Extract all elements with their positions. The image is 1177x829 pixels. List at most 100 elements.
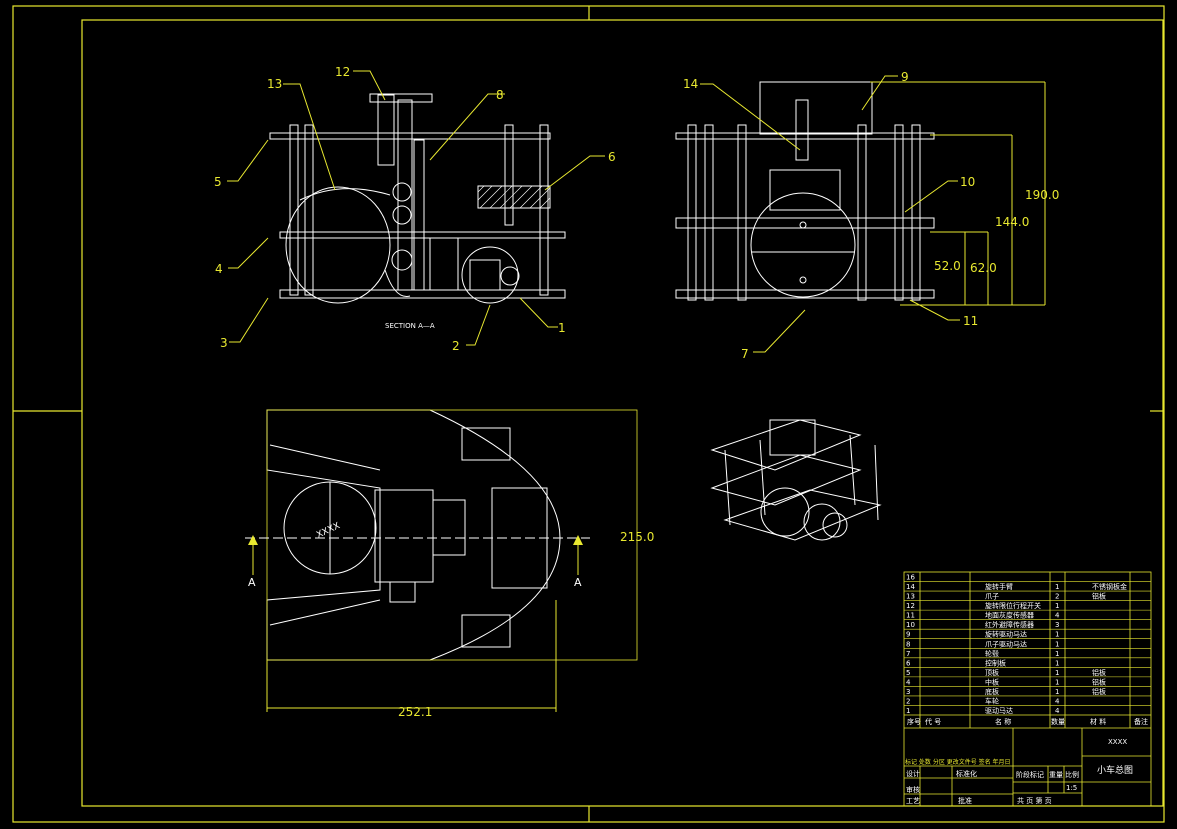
parts-row-qty: 1 — [1055, 669, 1059, 677]
section-mark-right: A — [574, 576, 582, 589]
section-mark-left: A — [248, 576, 256, 589]
parts-row-qty: 3 — [1055, 621, 1059, 629]
parts-row-qty: 1 — [1055, 688, 1059, 696]
callout-2: 2 — [452, 339, 460, 353]
parts-row-qty: 1 — [1055, 678, 1059, 686]
parts-row-name: 爪子 — [985, 593, 999, 601]
design-label: 设计 — [906, 769, 920, 778]
parts-row-qty: 4 — [1055, 707, 1060, 715]
parts-row-name: 地面灰度传感器 — [985, 611, 1034, 620]
parts-row-qty: 1 — [1055, 659, 1059, 667]
parts-row-name: 中板 — [985, 677, 999, 686]
parts-row-no: 3 — [906, 688, 910, 696]
parts-row-name: 车轮 — [985, 696, 999, 705]
callout-3: 3 — [220, 336, 228, 350]
base-plate-outline — [266, 409, 561, 661]
hdr-qty: 数量 — [1051, 717, 1065, 726]
parts-table — [903, 571, 1152, 807]
parts-row-material: 铝板 — [1092, 592, 1106, 601]
callout-7: 7 — [741, 347, 749, 361]
parts-row-qty: 4 — [1055, 612, 1060, 620]
standard-label: 标准化 — [956, 769, 977, 778]
dim-52: 52.0 — [934, 259, 961, 273]
parts-row-no: 10 — [906, 621, 915, 629]
hdr-no: 序号 — [907, 717, 921, 726]
code-cell: XXXX — [1108, 738, 1127, 746]
callout-11: 11 — [963, 314, 978, 328]
approve-label: 批准 — [958, 796, 972, 805]
parts-row-name: 轮毂 — [985, 649, 999, 658]
callout-9: 9 — [901, 70, 909, 84]
parts-row-no: 13 — [906, 593, 915, 601]
dim-62: 62.0 — [970, 261, 997, 275]
parts-row-qty: 1 — [1055, 650, 1059, 658]
change-row: 标记 处数 分区 更改文件号 签名 年月日 — [905, 758, 1011, 766]
parts-row-name: 旋转驱动马达 — [985, 630, 1027, 639]
process-label: 工艺 — [906, 797, 920, 805]
hdr-name: 名 称 — [995, 717, 1011, 726]
parts-row-no: 1 — [906, 707, 910, 715]
hdr-code: 代 号 — [925, 717, 941, 726]
callout-8: 8 — [496, 88, 504, 102]
parts-row-qty: 4 — [1055, 697, 1060, 705]
hdr-note: 备注 — [1134, 717, 1148, 726]
dim-215: 215.0 — [620, 530, 654, 544]
dim-252: 252.1 — [398, 705, 432, 719]
controller-board — [477, 185, 551, 209]
parts-row-no: 11 — [906, 612, 915, 620]
parts-row-qty: 1 — [1055, 583, 1059, 591]
hub-wheel — [750, 192, 856, 298]
callout-5: 5 — [214, 175, 222, 189]
parts-row-name: 爪子驱动马达 — [985, 639, 1027, 648]
scale-label: 比例 — [1065, 770, 1079, 779]
callout-12: 12 — [335, 65, 350, 79]
parts-row-name: 旋转手臂 — [985, 582, 1013, 591]
callout-13: 13 — [267, 77, 282, 91]
plan-view: XXXX A A 252.1 215.0 — [245, 409, 654, 719]
parts-row-no: 2 — [906, 697, 910, 705]
parts-row-no: 4 — [906, 678, 911, 686]
parts-row-no: 9 — [906, 631, 910, 639]
section-label: SECTION A—A — [385, 322, 435, 330]
parts-row-material: 不锈钢板金 — [1092, 582, 1127, 591]
parts-row-qty: 1 — [1055, 631, 1059, 639]
review-label: 审核 — [906, 785, 920, 794]
parts-row-no: 16 — [906, 574, 915, 582]
callout-1: 1 — [558, 321, 566, 335]
callout-14: 14 — [683, 77, 698, 91]
parts-row-no: 6 — [906, 659, 911, 667]
claw-ellipse — [285, 186, 391, 304]
parts-row-qty: 1 — [1055, 602, 1059, 610]
parts-row-name: 驱动马达 — [985, 706, 1013, 715]
isometric-view — [710, 419, 882, 541]
callout-6: 6 — [608, 150, 616, 164]
drawing-title: 小车总图 — [1097, 764, 1133, 776]
callout-4: 4 — [215, 262, 223, 276]
parts-row-name: 控制板 — [985, 658, 1006, 667]
drive-wheel — [461, 246, 519, 304]
parts-row-no: 14 — [906, 583, 915, 591]
callout-10: 10 — [960, 175, 975, 189]
parts-row-name: 红外避障传感器 — [985, 620, 1034, 629]
dim-144: 144.0 — [995, 215, 1029, 229]
parts-row-no: 12 — [906, 602, 915, 610]
parts-row-name: 底板 — [985, 687, 999, 696]
parts-row-material: 铝板 — [1092, 677, 1106, 686]
parts-row-material: 铝板 — [1092, 687, 1106, 696]
weight-label: 重量 — [1049, 771, 1063, 779]
parts-row-material: 铝板 — [1092, 668, 1106, 677]
hdr-material: 材 料 — [1090, 717, 1106, 726]
stage-label: 阶段标记 — [1016, 770, 1044, 779]
scale-value: 1:5 — [1066, 784, 1077, 792]
dim-190: 190.0 — [1025, 188, 1059, 202]
parts-row-no: 7 — [906, 650, 910, 658]
front-section-view: 13 12 8 6 5 4 3 2 1 SECTION A—A — [214, 65, 616, 353]
inner-frame — [81, 19, 1164, 807]
parts-row-name: 顶板 — [985, 668, 999, 677]
parts-row-qty: 1 — [1055, 640, 1059, 648]
side-view: 190.0 144.0 52.0 62.0 14 9 10 11 7 — [675, 70, 1059, 361]
parts-row-no: 5 — [906, 669, 910, 677]
parts-row-name: 旋转限位行程开关 — [985, 601, 1041, 610]
